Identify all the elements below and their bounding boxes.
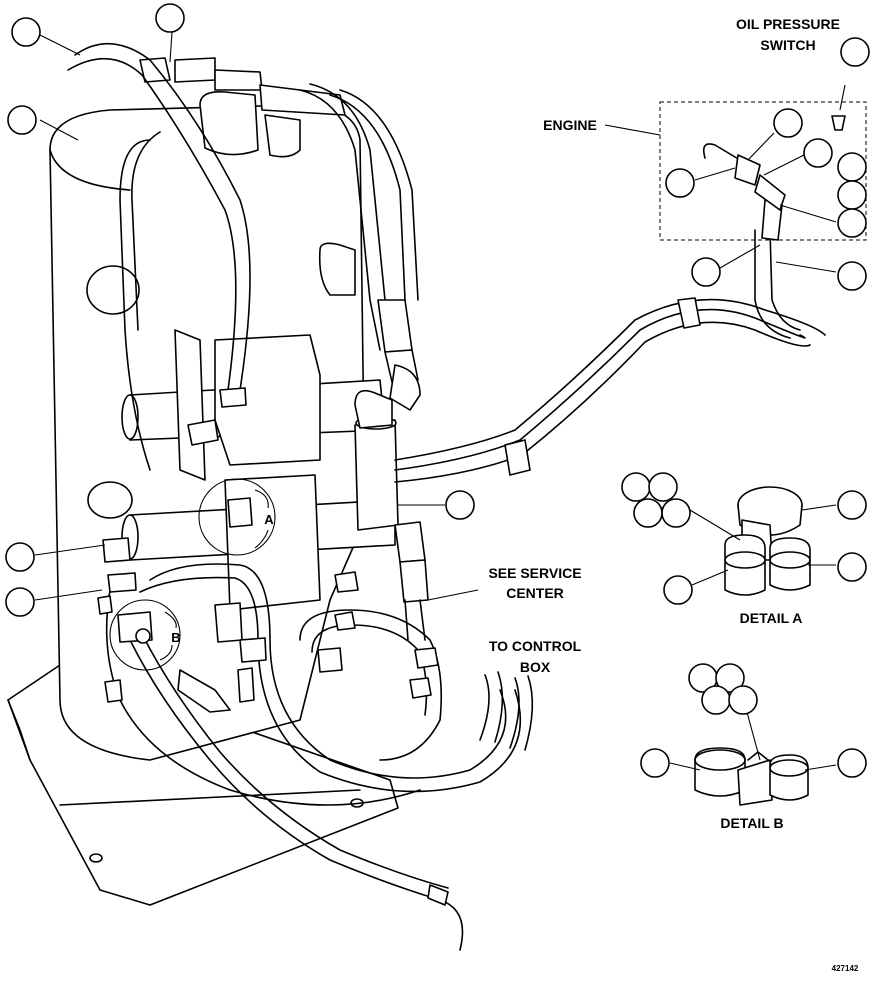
callout-a-label: A — [264, 512, 274, 527]
detail-a-label: DETAIL A — [740, 610, 803, 626]
ref-bubble — [663, 575, 693, 605]
see-service-label-2: CENTER — [506, 585, 564, 601]
oil-pressure-switch-label-1: OIL PRESSURE — [736, 16, 840, 32]
callout-b-label: B — [171, 630, 180, 645]
ref-bubble — [621, 472, 651, 502]
ref-bubble — [691, 257, 721, 287]
hoses — [67, 42, 826, 951]
figure-number: 427142 — [832, 964, 859, 973]
ref-bubble — [837, 748, 867, 778]
ref-bubble — [715, 663, 745, 693]
detail-b-drawing — [694, 747, 809, 806]
engine-label: ENGINE — [543, 117, 597, 133]
tank-port-round — [86, 265, 140, 315]
detail-circles — [109, 478, 276, 671]
ref-bubble — [648, 472, 678, 502]
top-fittings — [139, 57, 346, 158]
ref-bubble — [837, 261, 867, 291]
detail-a-circle — [198, 478, 276, 556]
detail-b-circle — [109, 599, 181, 671]
detail-a-drawing — [724, 486, 811, 596]
ref-bubble — [701, 685, 731, 715]
ref-bubble — [11, 17, 41, 47]
ref-bubble — [840, 37, 870, 67]
ref-bubble — [837, 490, 867, 520]
ref-bubble — [837, 208, 867, 238]
ref-bubble — [633, 498, 663, 528]
detail-b-label: DETAIL B — [720, 815, 783, 831]
text-labels: OIL PRESSURE SWITCH ENGINE SEE SERVICE C… — [171, 16, 859, 973]
to-control-label-1: TO CONTROL — [489, 638, 582, 654]
ref-bubble — [661, 498, 691, 528]
ref-bubble — [7, 105, 37, 135]
leader-lines — [34, 31, 837, 771]
ref-bubble — [5, 587, 35, 617]
ref-bubble — [640, 748, 670, 778]
reference-bubbles — [5, 3, 870, 778]
ref-bubble — [728, 685, 758, 715]
ref-bubble — [155, 3, 185, 33]
see-service-label-1: SEE SERVICE — [488, 565, 581, 581]
ref-bubble — [837, 180, 867, 210]
ref-bubble — [773, 108, 803, 138]
ref-bubble — [5, 542, 35, 572]
ref-bubble — [665, 168, 695, 198]
to-control-label-2: BOX — [520, 659, 551, 675]
ref-bubble — [803, 138, 833, 168]
ref-bubble — [445, 490, 475, 520]
ref-bubble — [837, 552, 867, 582]
ref-bubble — [837, 152, 867, 182]
oil-pressure-switch-label-2: SWITCH — [760, 37, 815, 53]
